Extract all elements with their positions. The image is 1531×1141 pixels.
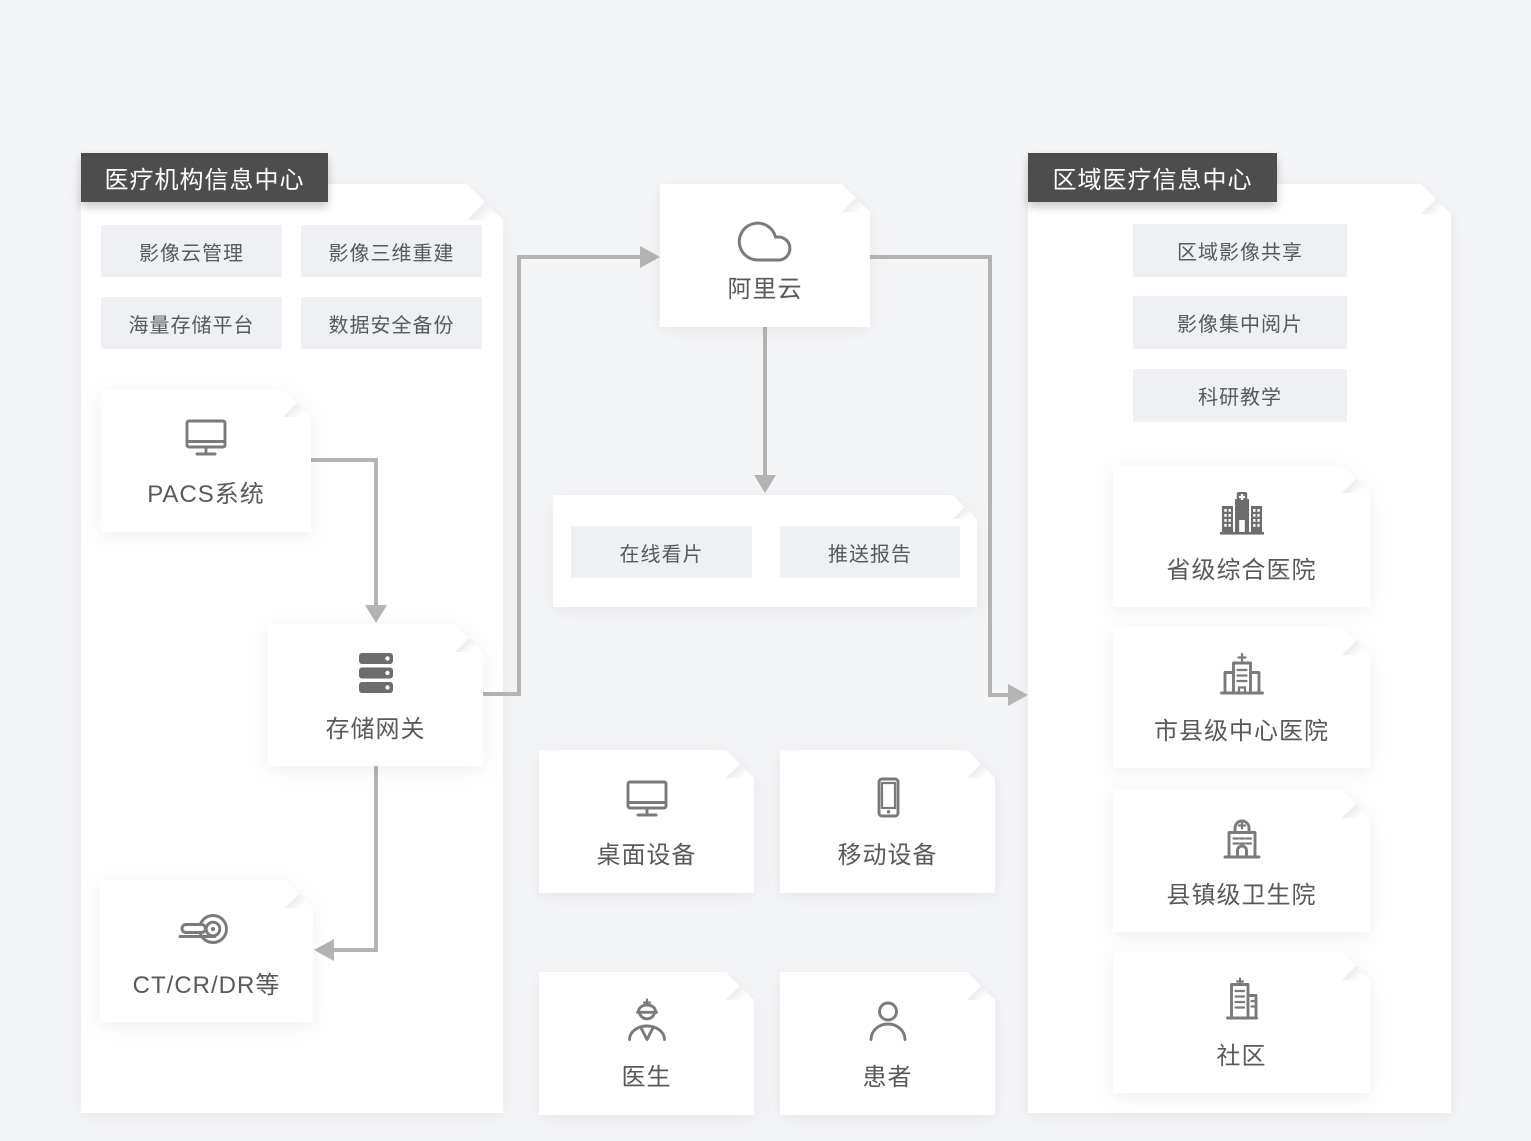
hospital-outline-icon [1210, 649, 1274, 705]
ct-cr-dr-label: CT/CR/DR等 [132, 971, 281, 999]
left-panel-title: 医疗机构信息中心 [81, 153, 328, 202]
monitor-icon [174, 412, 238, 468]
chip-mass-storage-platform: 海量存储平台 [101, 297, 282, 349]
ct-scanner-icon [175, 903, 239, 959]
provincial-hospital-label: 省级综合医院 [1166, 556, 1317, 584]
chip-online-viewing: 在线看片 [571, 526, 752, 578]
township-clinic-label: 县镇级卫生院 [1166, 881, 1317, 909]
township-clinic-node: 县镇级卫生院 [1113, 790, 1370, 932]
cloud-services-box: 在线看片 推送报告 [553, 495, 977, 607]
ct-cr-dr-node: CT/CR/DR等 [100, 880, 313, 1022]
patient-icon [856, 995, 920, 1051]
chip-research-teaching: 科研教学 [1133, 369, 1347, 422]
doctor-node: 医生 [539, 972, 754, 1115]
clinic-icon [1210, 813, 1274, 869]
pacs-system-label: PACS系统 [147, 481, 265, 508]
aliyun-cloud-node: 阿里云 [660, 184, 870, 327]
mobile-phone-icon [856, 773, 920, 829]
chip-image-cloud-management: 影像云管理 [101, 225, 282, 277]
pacs-system-node: PACS系统 [101, 389, 311, 532]
mobile-device-node: 移动设备 [780, 750, 995, 893]
community-buildings-icon [1210, 974, 1274, 1030]
desktop-device-label: 桌面设备 [596, 842, 697, 869]
provincial-hospital-node: 省级综合医院 [1113, 465, 1370, 607]
chip-data-security-backup: 数据安全备份 [301, 297, 482, 349]
cloud-icon [733, 207, 797, 263]
chip-image-3d-reconstruction: 影像三维重建 [301, 225, 482, 277]
community-node: 社区 [1113, 952, 1370, 1093]
city-county-hospital-node: 市县级中心医院 [1113, 627, 1370, 768]
chip-regional-image-sharing: 区域影像共享 [1133, 224, 1347, 277]
hospital-filled-icon [1210, 488, 1274, 544]
chip-centralized-film-reading: 影像集中阅片 [1133, 296, 1347, 349]
doctor-label: 医生 [621, 1064, 672, 1091]
patient-node: 患者 [780, 972, 995, 1115]
desktop-device-node: 桌面设备 [539, 750, 754, 893]
storage-gateway-label: 存储网关 [325, 715, 426, 743]
storage-server-icon [344, 647, 408, 703]
desktop-monitor-icon [615, 773, 679, 829]
patient-label: 患者 [862, 1064, 913, 1091]
chip-push-report: 推送报告 [780, 526, 960, 578]
storage-gateway-node: 存储网关 [268, 624, 483, 766]
aliyun-label: 阿里云 [727, 276, 803, 303]
doctor-icon [615, 995, 679, 1051]
community-label: 社区 [1216, 1043, 1267, 1070]
mobile-device-label: 移动设备 [837, 842, 938, 869]
right-panel-title: 区域医疗信息中心 [1028, 153, 1277, 202]
city-county-hospital-label: 市县级中心医院 [1154, 718, 1329, 745]
